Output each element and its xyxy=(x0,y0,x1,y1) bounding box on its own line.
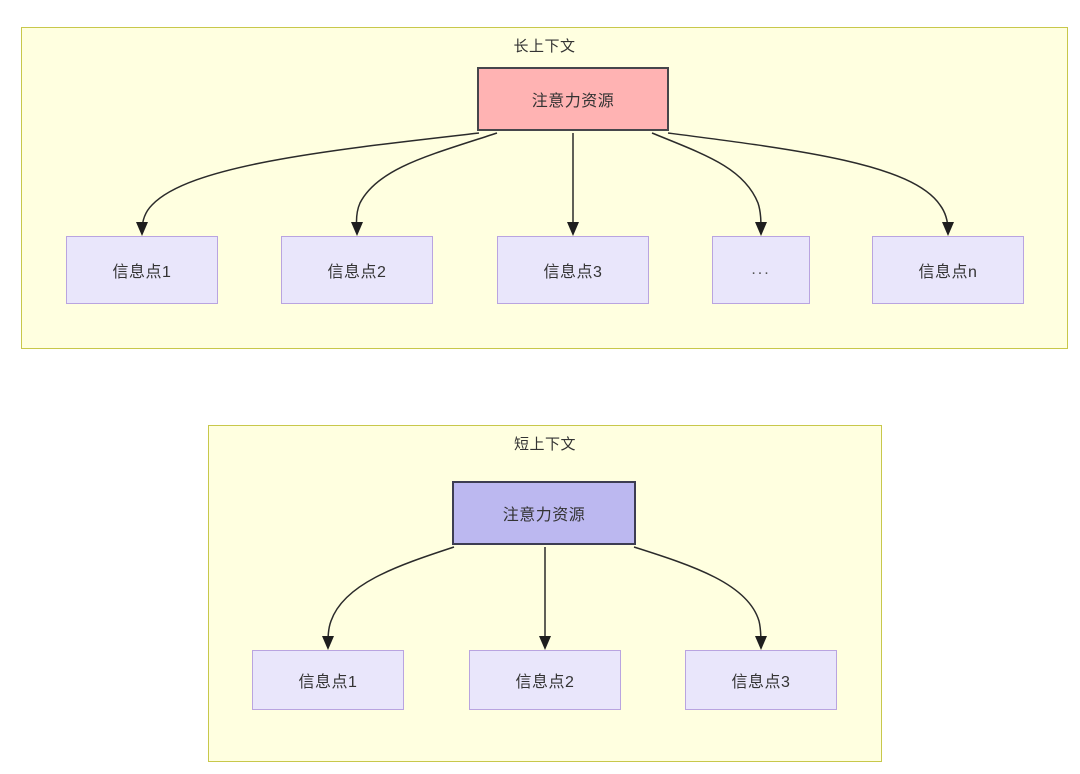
node-info-point-long-2[interactable]: 信息点2 xyxy=(281,236,433,304)
node-attention-resource-short[interactable]: 注意力资源 xyxy=(452,481,636,545)
node-attention-resource-long[interactable]: 注意力资源 xyxy=(477,67,669,131)
node-info-point-long-3-label: 信息点3 xyxy=(543,264,603,281)
node-info-point-long-1[interactable]: 信息点1 xyxy=(66,236,218,304)
node-info-point-short-3-label: 信息点3 xyxy=(731,674,791,691)
panel-short-context: 短上下文 xyxy=(208,425,882,762)
node-info-point-long-ellipsis[interactable]: ... xyxy=(712,236,810,304)
node-info-point-short-1-label: 信息点1 xyxy=(298,674,358,691)
node-info-point-long-2-label: 信息点2 xyxy=(327,264,387,281)
node-info-point-long-1-label: 信息点1 xyxy=(112,264,172,281)
node-info-point-short-2-label: 信息点2 xyxy=(515,674,575,691)
node-info-point-short-3[interactable]: 信息点3 xyxy=(685,650,837,710)
node-info-point-long-ellipsis-label: ... xyxy=(751,261,771,278)
node-info-point-long-n-label: 信息点n xyxy=(918,264,978,281)
node-info-point-short-1[interactable]: 信息点1 xyxy=(252,650,404,710)
panel-long-context-title: 长上下文 xyxy=(513,38,576,55)
node-attention-resource-long-label: 注意力资源 xyxy=(531,93,615,110)
node-attention-resource-short-label: 注意力资源 xyxy=(502,507,586,524)
node-info-point-long-n[interactable]: 信息点n xyxy=(872,236,1024,304)
node-info-point-long-3[interactable]: 信息点3 xyxy=(497,236,649,304)
panel-short-context-title: 短上下文 xyxy=(513,436,576,453)
node-info-point-short-2[interactable]: 信息点2 xyxy=(469,650,621,710)
